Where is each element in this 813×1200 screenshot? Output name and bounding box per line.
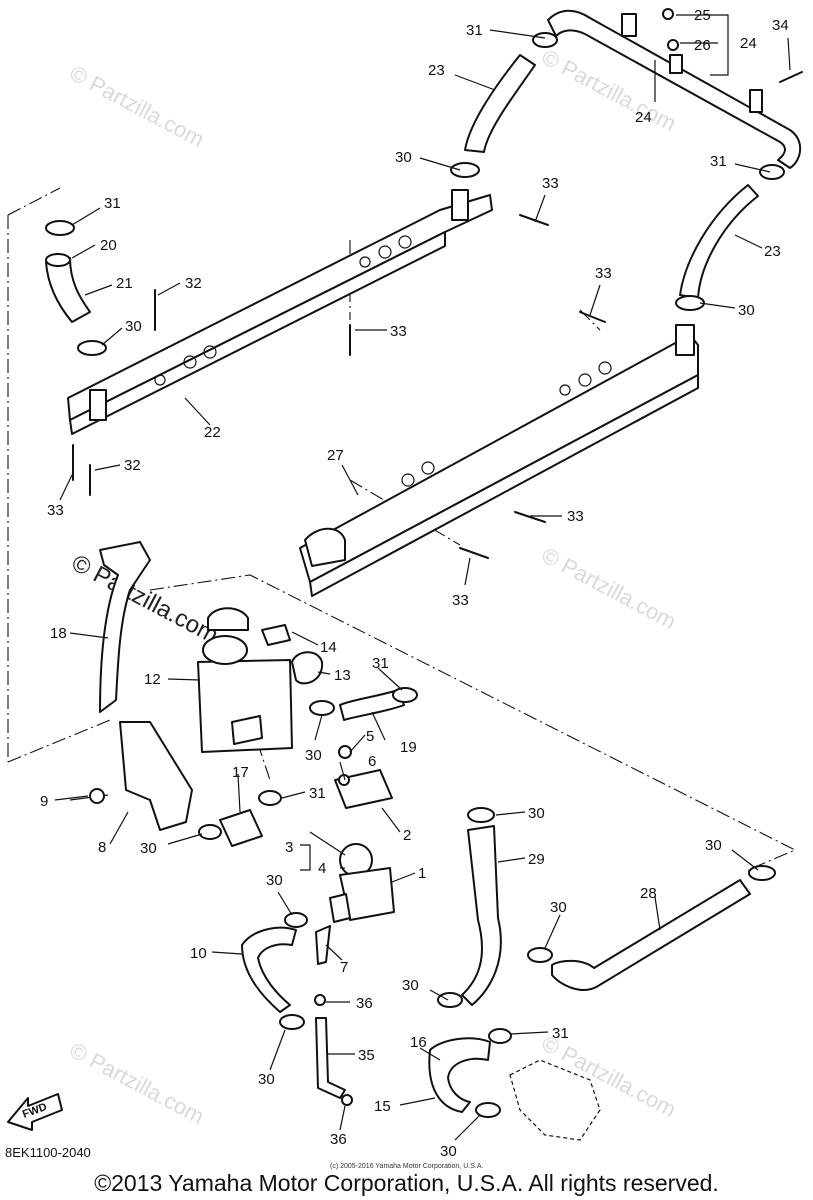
callout-25: 25 xyxy=(694,7,711,24)
callout-15: 15 xyxy=(374,1098,391,1115)
callout-35: 35 xyxy=(358,1047,375,1064)
callout-30: 30 xyxy=(266,872,283,889)
callout-1: 1 xyxy=(418,865,426,882)
overflow-hoses xyxy=(261,624,418,721)
fwd-arrow: FWD xyxy=(7,1093,63,1131)
callout-6: 6 xyxy=(368,753,376,770)
callout-8: 8 xyxy=(98,839,106,856)
small-copyright-notice: (c) 2005-2016 Yamaha Motor Corporation, … xyxy=(330,1163,484,1170)
callout-30: 30 xyxy=(395,149,412,166)
callout-30: 30 xyxy=(705,837,722,854)
callout-7: 7 xyxy=(340,959,348,976)
hose-10 xyxy=(241,912,308,1030)
callout-13: 13 xyxy=(334,667,351,684)
callout-30: 30 xyxy=(402,977,419,994)
hose-15-16 xyxy=(428,1028,601,1141)
callout-33: 33 xyxy=(595,265,612,282)
callout-31: 31 xyxy=(710,153,727,170)
coolant-reservoir xyxy=(197,607,293,753)
callout-23: 23 xyxy=(428,62,445,79)
callout-5: 5 xyxy=(366,728,374,745)
callout-31: 31 xyxy=(309,785,326,802)
callout-29: 29 xyxy=(528,851,545,868)
callout-36: 36 xyxy=(330,1131,347,1148)
part-diagram-code: 8EK1100-2040 xyxy=(5,1145,91,1160)
callout-30: 30 xyxy=(258,1071,275,1088)
small-bypass-hoses xyxy=(314,925,353,1106)
callout-30: 30 xyxy=(305,747,322,764)
callout-30: 30 xyxy=(125,318,142,335)
thermostat-assembly xyxy=(329,745,395,923)
callout-31: 31 xyxy=(372,655,389,672)
callout-numbers: 31 23 30 25 26 24 24 34 31 23 30 33 33 3… xyxy=(40,7,789,1160)
hose-17 xyxy=(198,790,282,847)
callout-14: 14 xyxy=(320,639,337,656)
callout-31: 31 xyxy=(466,22,483,39)
callout-27: 27 xyxy=(327,447,344,464)
callout-30: 30 xyxy=(550,899,567,916)
callout-32: 32 xyxy=(185,275,202,292)
watermark-text: © Partzilla.com xyxy=(538,1030,681,1122)
callout-19: 19 xyxy=(400,739,417,756)
callout-3: 3 xyxy=(285,839,293,856)
callout-30: 30 xyxy=(738,302,755,319)
watermark-text: © Partzilla.com xyxy=(66,1037,209,1129)
hose-28 xyxy=(527,865,776,991)
callout-31: 31 xyxy=(552,1025,569,1042)
callout-26: 26 xyxy=(694,37,711,54)
callout-30: 30 xyxy=(440,1143,457,1160)
callout-28: 28 xyxy=(640,885,657,902)
callout-33: 33 xyxy=(542,175,559,192)
top-coolant-pipe xyxy=(450,9,802,311)
callout-33: 33 xyxy=(47,502,64,519)
callout-9: 9 xyxy=(40,793,48,810)
callout-2: 2 xyxy=(403,827,411,844)
fasteners xyxy=(72,8,803,559)
callout-34: 34 xyxy=(772,17,789,34)
callout-17: 17 xyxy=(232,764,249,781)
callout-24: 24 xyxy=(635,109,652,126)
callout-22: 22 xyxy=(204,424,221,441)
callout-33: 33 xyxy=(452,592,469,609)
callout-10: 10 xyxy=(190,945,207,962)
callout-30: 30 xyxy=(140,840,157,857)
callout-33: 33 xyxy=(390,323,407,340)
copyright-notice: ©2013 Yamaha Motor Corporation, U.S.A. A… xyxy=(94,1170,719,1196)
callout-32: 32 xyxy=(124,457,141,474)
hose-29 xyxy=(437,807,502,1008)
callout-12: 12 xyxy=(144,671,161,688)
callout-23: 23 xyxy=(764,243,781,260)
callout-4: 4 xyxy=(318,860,326,877)
callout-36: 36 xyxy=(356,995,373,1012)
callout-leaders xyxy=(54,14,791,1141)
callout-31: 31 xyxy=(104,195,121,212)
watermark-text: © Partzilla.com xyxy=(538,542,681,634)
callout-24: 24 xyxy=(740,35,757,52)
callout-16: 16 xyxy=(410,1034,427,1051)
callout-21: 21 xyxy=(116,275,133,292)
callout-33: 33 xyxy=(567,508,584,525)
watermark-text: © Partzilla.com xyxy=(66,60,209,152)
left-rail-pipe xyxy=(67,189,493,435)
mounting-bracket xyxy=(69,721,193,831)
callout-20: 20 xyxy=(100,237,117,254)
hose-18 xyxy=(99,541,151,713)
left-hose-set xyxy=(45,220,107,356)
callout-18: 18 xyxy=(50,625,67,642)
callout-30: 30 xyxy=(528,805,545,822)
right-rail-pipe xyxy=(299,324,699,597)
